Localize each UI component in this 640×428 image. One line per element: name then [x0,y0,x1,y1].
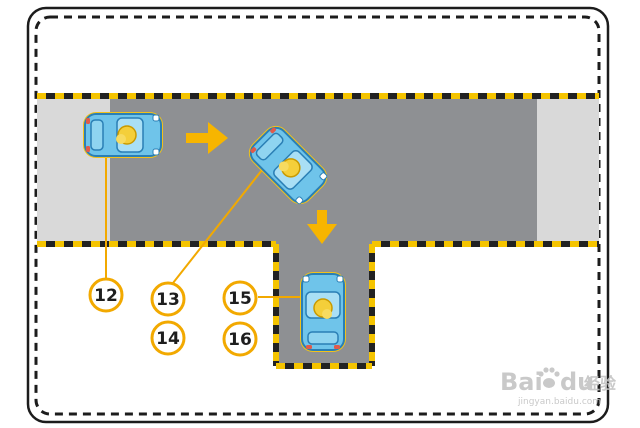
callout-15: 15 [222,280,258,316]
road-border-stripes [37,93,599,369]
callout-13-label: 13 [156,290,180,310]
arrow-right-icon [186,122,228,154]
arrow-down-icon [307,210,337,244]
car-position-12 [82,111,164,159]
callout-16: 16 [222,321,258,357]
car-position-15 [299,271,347,353]
callout-16-label: 16 [228,330,252,350]
callout-14-label: 14 [156,329,180,349]
inner-dashed-border [34,15,601,416]
callout-15-label: 15 [228,289,252,309]
callout-12: 12 [88,277,124,313]
paw-icon [538,367,560,388]
watermark-url: jingyan.baidu.com [517,397,601,407]
callout-lines [105,150,306,298]
watermark: Bai du 经验 jingyan.baidu.com [500,367,617,407]
callout-14: 14 [150,320,186,356]
watermark-brand-2: du [560,368,594,396]
sidewalk-right [537,95,599,244]
watermark-brand: Bai [500,368,543,396]
watermark-cn: 经验 [584,374,617,393]
callout-12-label: 12 [94,286,118,306]
callout-13: 13 [150,281,186,317]
